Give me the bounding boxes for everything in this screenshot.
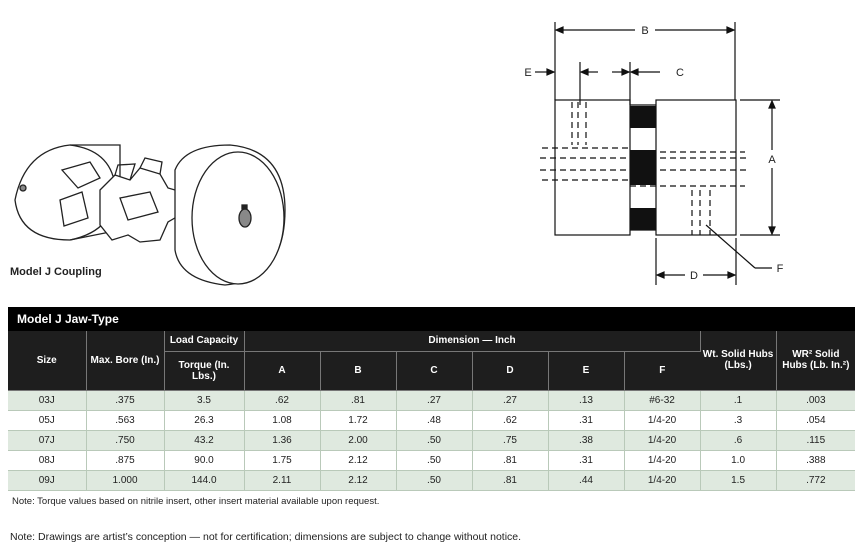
cell-dim-d: .81 bbox=[472, 470, 549, 491]
spec-table: Size Max. Bore (In.) Load Capacity Dimen… bbox=[8, 331, 856, 491]
drawing-note: Note: Drawings are artist’s conception —… bbox=[10, 531, 522, 543]
dim-label-f: F bbox=[777, 263, 784, 275]
cell-dim-d: .62 bbox=[472, 410, 549, 431]
cell-dim-e: .31 bbox=[548, 410, 625, 431]
cell-max-bore: 1.000 bbox=[86, 470, 165, 491]
cell-torque: 3.5 bbox=[164, 390, 245, 411]
cell-torque: 43.2 bbox=[164, 430, 245, 451]
cell-max-bore: .750 bbox=[86, 430, 165, 451]
cell-dim-a: 1.36 bbox=[244, 430, 321, 451]
dim-label-a: A bbox=[768, 154, 776, 166]
cell-dim-c: .50 bbox=[396, 450, 473, 471]
cell-dim-f: 1/4-20 bbox=[624, 450, 701, 471]
header-dim-e: E bbox=[548, 351, 625, 391]
header-wr2: WR² Solid Hubs (Lb. In.²) bbox=[776, 331, 856, 391]
cell-dim-a: 1.75 bbox=[244, 450, 321, 471]
cell-dim-a: .62 bbox=[244, 390, 321, 411]
cell-dim-f: 1/4-20 bbox=[624, 470, 701, 491]
cell-wr2: .772 bbox=[776, 470, 856, 491]
cell-dim-c: .50 bbox=[396, 470, 473, 491]
cell-max-bore: .563 bbox=[86, 410, 165, 431]
cell-dim-b: .81 bbox=[320, 390, 397, 411]
cell-size: 05J bbox=[8, 410, 87, 431]
header-max-bore: Max. Bore (In.) bbox=[86, 331, 165, 391]
cell-dim-e: .31 bbox=[548, 450, 625, 471]
cell-dim-e: .13 bbox=[548, 390, 625, 411]
cell-dim-f: #6-32 bbox=[624, 390, 701, 411]
cell-dim-a: 1.08 bbox=[244, 410, 321, 431]
cell-dim-d: .27 bbox=[472, 390, 549, 411]
cell-dim-c: .27 bbox=[396, 390, 473, 411]
cell-torque: 90.0 bbox=[164, 450, 245, 471]
cell-dim-d: .75 bbox=[472, 430, 549, 451]
header-dim-f: F bbox=[624, 351, 701, 391]
cell-wt: .6 bbox=[700, 430, 777, 451]
cell-wt: 1.5 bbox=[700, 470, 777, 491]
cell-dim-e: .44 bbox=[548, 470, 625, 491]
cell-size: 03J bbox=[8, 390, 87, 411]
cell-wt: 1.0 bbox=[700, 450, 777, 471]
coupling-dimension-drawing: B E C A D F bbox=[524, 22, 784, 285]
cell-dim-b: 2.12 bbox=[320, 450, 397, 471]
cell-torque: 144.0 bbox=[164, 470, 245, 491]
cell-dim-c: .50 bbox=[396, 430, 473, 451]
cell-wr2: .003 bbox=[776, 390, 856, 411]
cell-dim-f: 1/4-20 bbox=[624, 430, 701, 451]
cell-dim-c: .48 bbox=[396, 410, 473, 431]
cell-dim-e: .38 bbox=[548, 430, 625, 451]
coupling-isometric-drawing bbox=[14, 144, 286, 286]
cell-wt: .1 bbox=[700, 390, 777, 411]
dim-label-d: D bbox=[690, 270, 698, 282]
cell-dim-b: 2.00 bbox=[320, 430, 397, 451]
cell-max-bore: .375 bbox=[86, 390, 165, 411]
cell-dim-f: 1/4-20 bbox=[624, 410, 701, 431]
cell-wt: .3 bbox=[700, 410, 777, 431]
iso-caption: Model J Coupling bbox=[10, 266, 102, 278]
header-wt: Wt. Solid Hubs (Lbs.) bbox=[700, 331, 777, 391]
cell-wr2: .388 bbox=[776, 450, 856, 471]
table-title: Model J Jaw-Type bbox=[8, 307, 855, 331]
dim-label-c: C bbox=[676, 67, 684, 79]
cell-size: 09J bbox=[8, 470, 87, 491]
cell-max-bore: .875 bbox=[86, 450, 165, 471]
header-torque: Torque (In. Lbs.) bbox=[164, 351, 245, 391]
dim-label-b: B bbox=[641, 25, 648, 37]
cell-torque: 26.3 bbox=[164, 410, 245, 431]
cell-dim-b: 2.12 bbox=[320, 470, 397, 491]
header-load-capacity: Load Capacity bbox=[164, 331, 245, 352]
dim-label-e: E bbox=[524, 67, 531, 79]
cell-size: 07J bbox=[8, 430, 87, 451]
cell-wr2: .115 bbox=[776, 430, 856, 451]
torque-note: Note: Torque values based on nitrile ins… bbox=[12, 496, 380, 507]
header-dim-a: A bbox=[244, 351, 321, 391]
cell-wr2: .054 bbox=[776, 410, 856, 431]
header-size: Size bbox=[8, 331, 87, 391]
cell-dim-d: .81 bbox=[472, 450, 549, 471]
cell-dim-b: 1.72 bbox=[320, 410, 397, 431]
cell-size: 08J bbox=[8, 450, 87, 471]
header-dim-c: C bbox=[396, 351, 473, 391]
header-dimension: Dimension — Inch bbox=[244, 331, 701, 352]
header-dim-d: D bbox=[472, 351, 549, 391]
cell-dim-a: 2.11 bbox=[244, 470, 321, 491]
header-dim-b: B bbox=[320, 351, 397, 391]
